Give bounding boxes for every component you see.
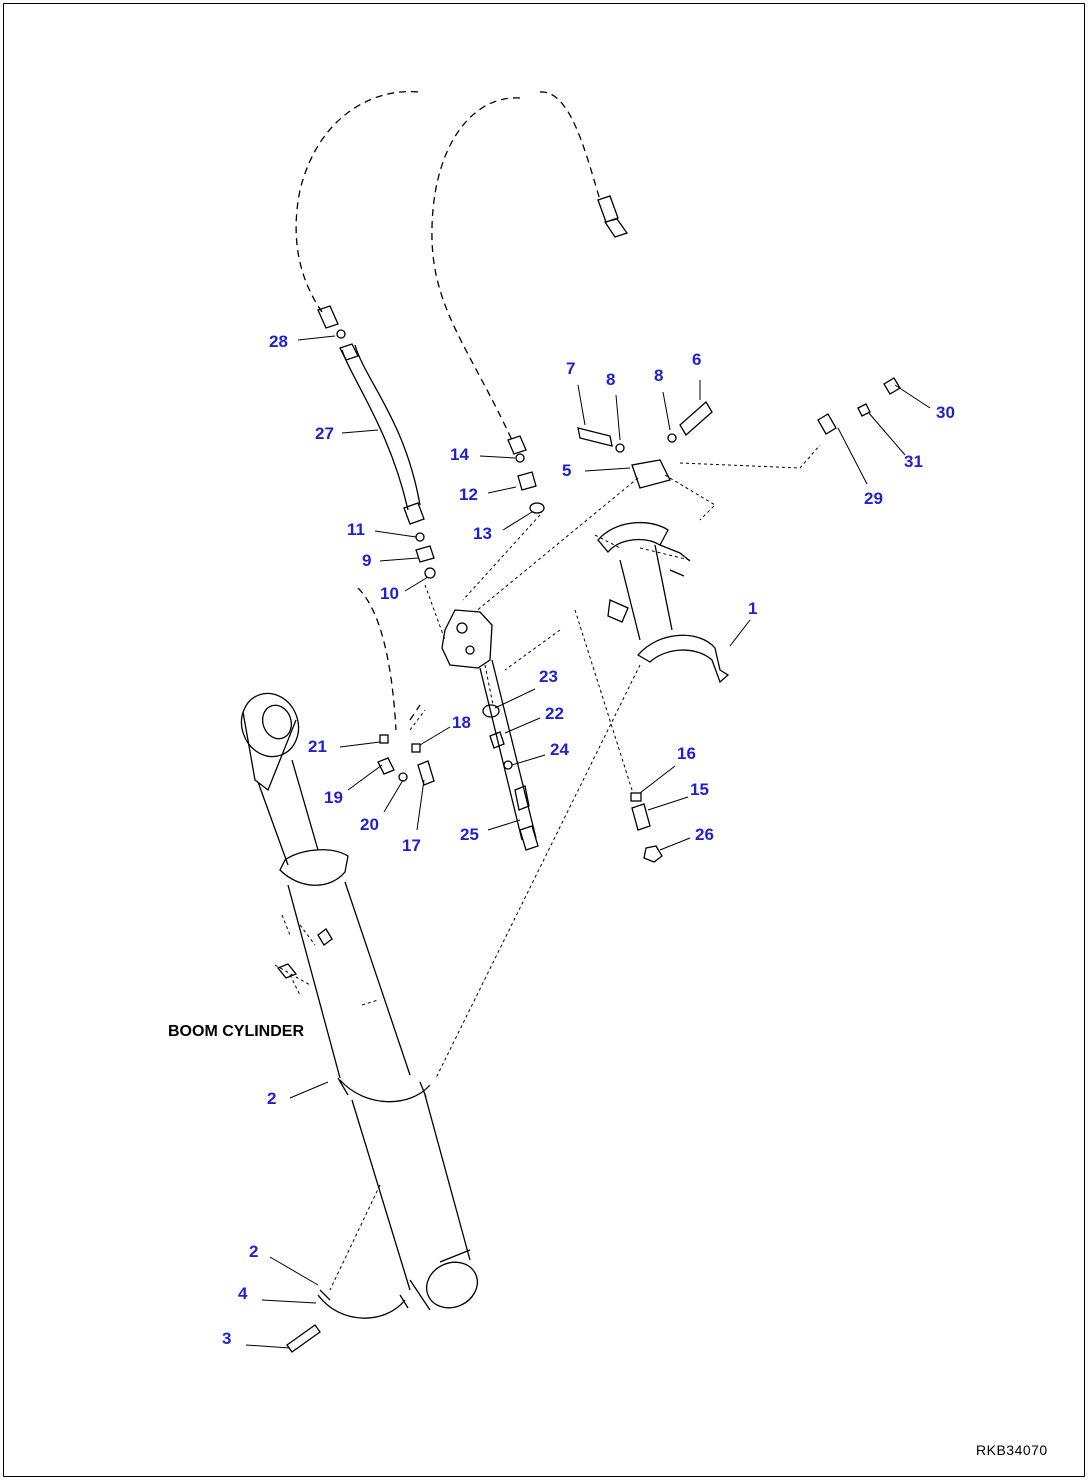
- callout-16[interactable]: 16: [677, 744, 696, 763]
- clamp-bracket: [594, 521, 730, 684]
- valve-block: [441, 609, 539, 851]
- callout-27[interactable]: 27: [315, 424, 334, 443]
- callout-14[interactable]: 14: [450, 445, 469, 464]
- callout-21[interactable]: 21: [308, 737, 327, 756]
- callout-10[interactable]: 10: [380, 584, 399, 603]
- callout-8-right[interactable]: 8: [654, 366, 664, 385]
- callout-1[interactable]: 1: [748, 599, 758, 618]
- callout-24[interactable]: 24: [550, 740, 569, 759]
- callout-11[interactable]: 11: [347, 520, 365, 539]
- callout-26[interactable]: 26: [695, 825, 714, 844]
- callout-17[interactable]: 17: [402, 836, 421, 855]
- callout-19[interactable]: 19: [324, 788, 343, 807]
- callout-28[interactable]: 28: [269, 332, 288, 351]
- callout-23[interactable]: 23: [539, 667, 558, 686]
- callout-8-left[interactable]: 8: [606, 370, 616, 389]
- callout-30[interactable]: 30: [936, 403, 955, 422]
- callout-15[interactable]: 15: [690, 780, 709, 799]
- callout-2-upper[interactable]: 2: [267, 1089, 277, 1108]
- callout-5[interactable]: 5: [562, 461, 572, 480]
- callout-6[interactable]: 6: [692, 350, 702, 369]
- boom-cylinder: [240, 692, 478, 1353]
- leader-lines: [245, 335, 931, 1349]
- callout-22[interactable]: 22: [545, 704, 564, 723]
- callout-7[interactable]: 7: [566, 359, 576, 378]
- callout-9[interactable]: 9: [362, 551, 372, 570]
- callout-25[interactable]: 25: [460, 825, 479, 844]
- boom-cylinder-label: BOOM CYLINDER: [168, 1023, 304, 1040]
- callout-29[interactable]: 29: [864, 489, 883, 508]
- callout-12[interactable]: 12: [459, 485, 478, 504]
- callout-31[interactable]: 31: [904, 452, 923, 471]
- connection-lines: [329, 444, 821, 1291]
- hoses: [295, 90, 601, 731]
- drawing-code: RKB34070: [976, 1442, 1048, 1458]
- small-fittings: [336, 329, 901, 863]
- callout-20[interactable]: 20: [360, 815, 379, 834]
- callout-13[interactable]: 13: [473, 524, 492, 543]
- diagram-frame: [3, 3, 1085, 1477]
- callout-3[interactable]: 3: [222, 1329, 232, 1348]
- callout-2-lower[interactable]: 2: [249, 1242, 259, 1261]
- hose-fittings: [317, 195, 629, 525]
- callout-18[interactable]: 18: [452, 713, 471, 732]
- callout-4[interactable]: 4: [238, 1284, 248, 1303]
